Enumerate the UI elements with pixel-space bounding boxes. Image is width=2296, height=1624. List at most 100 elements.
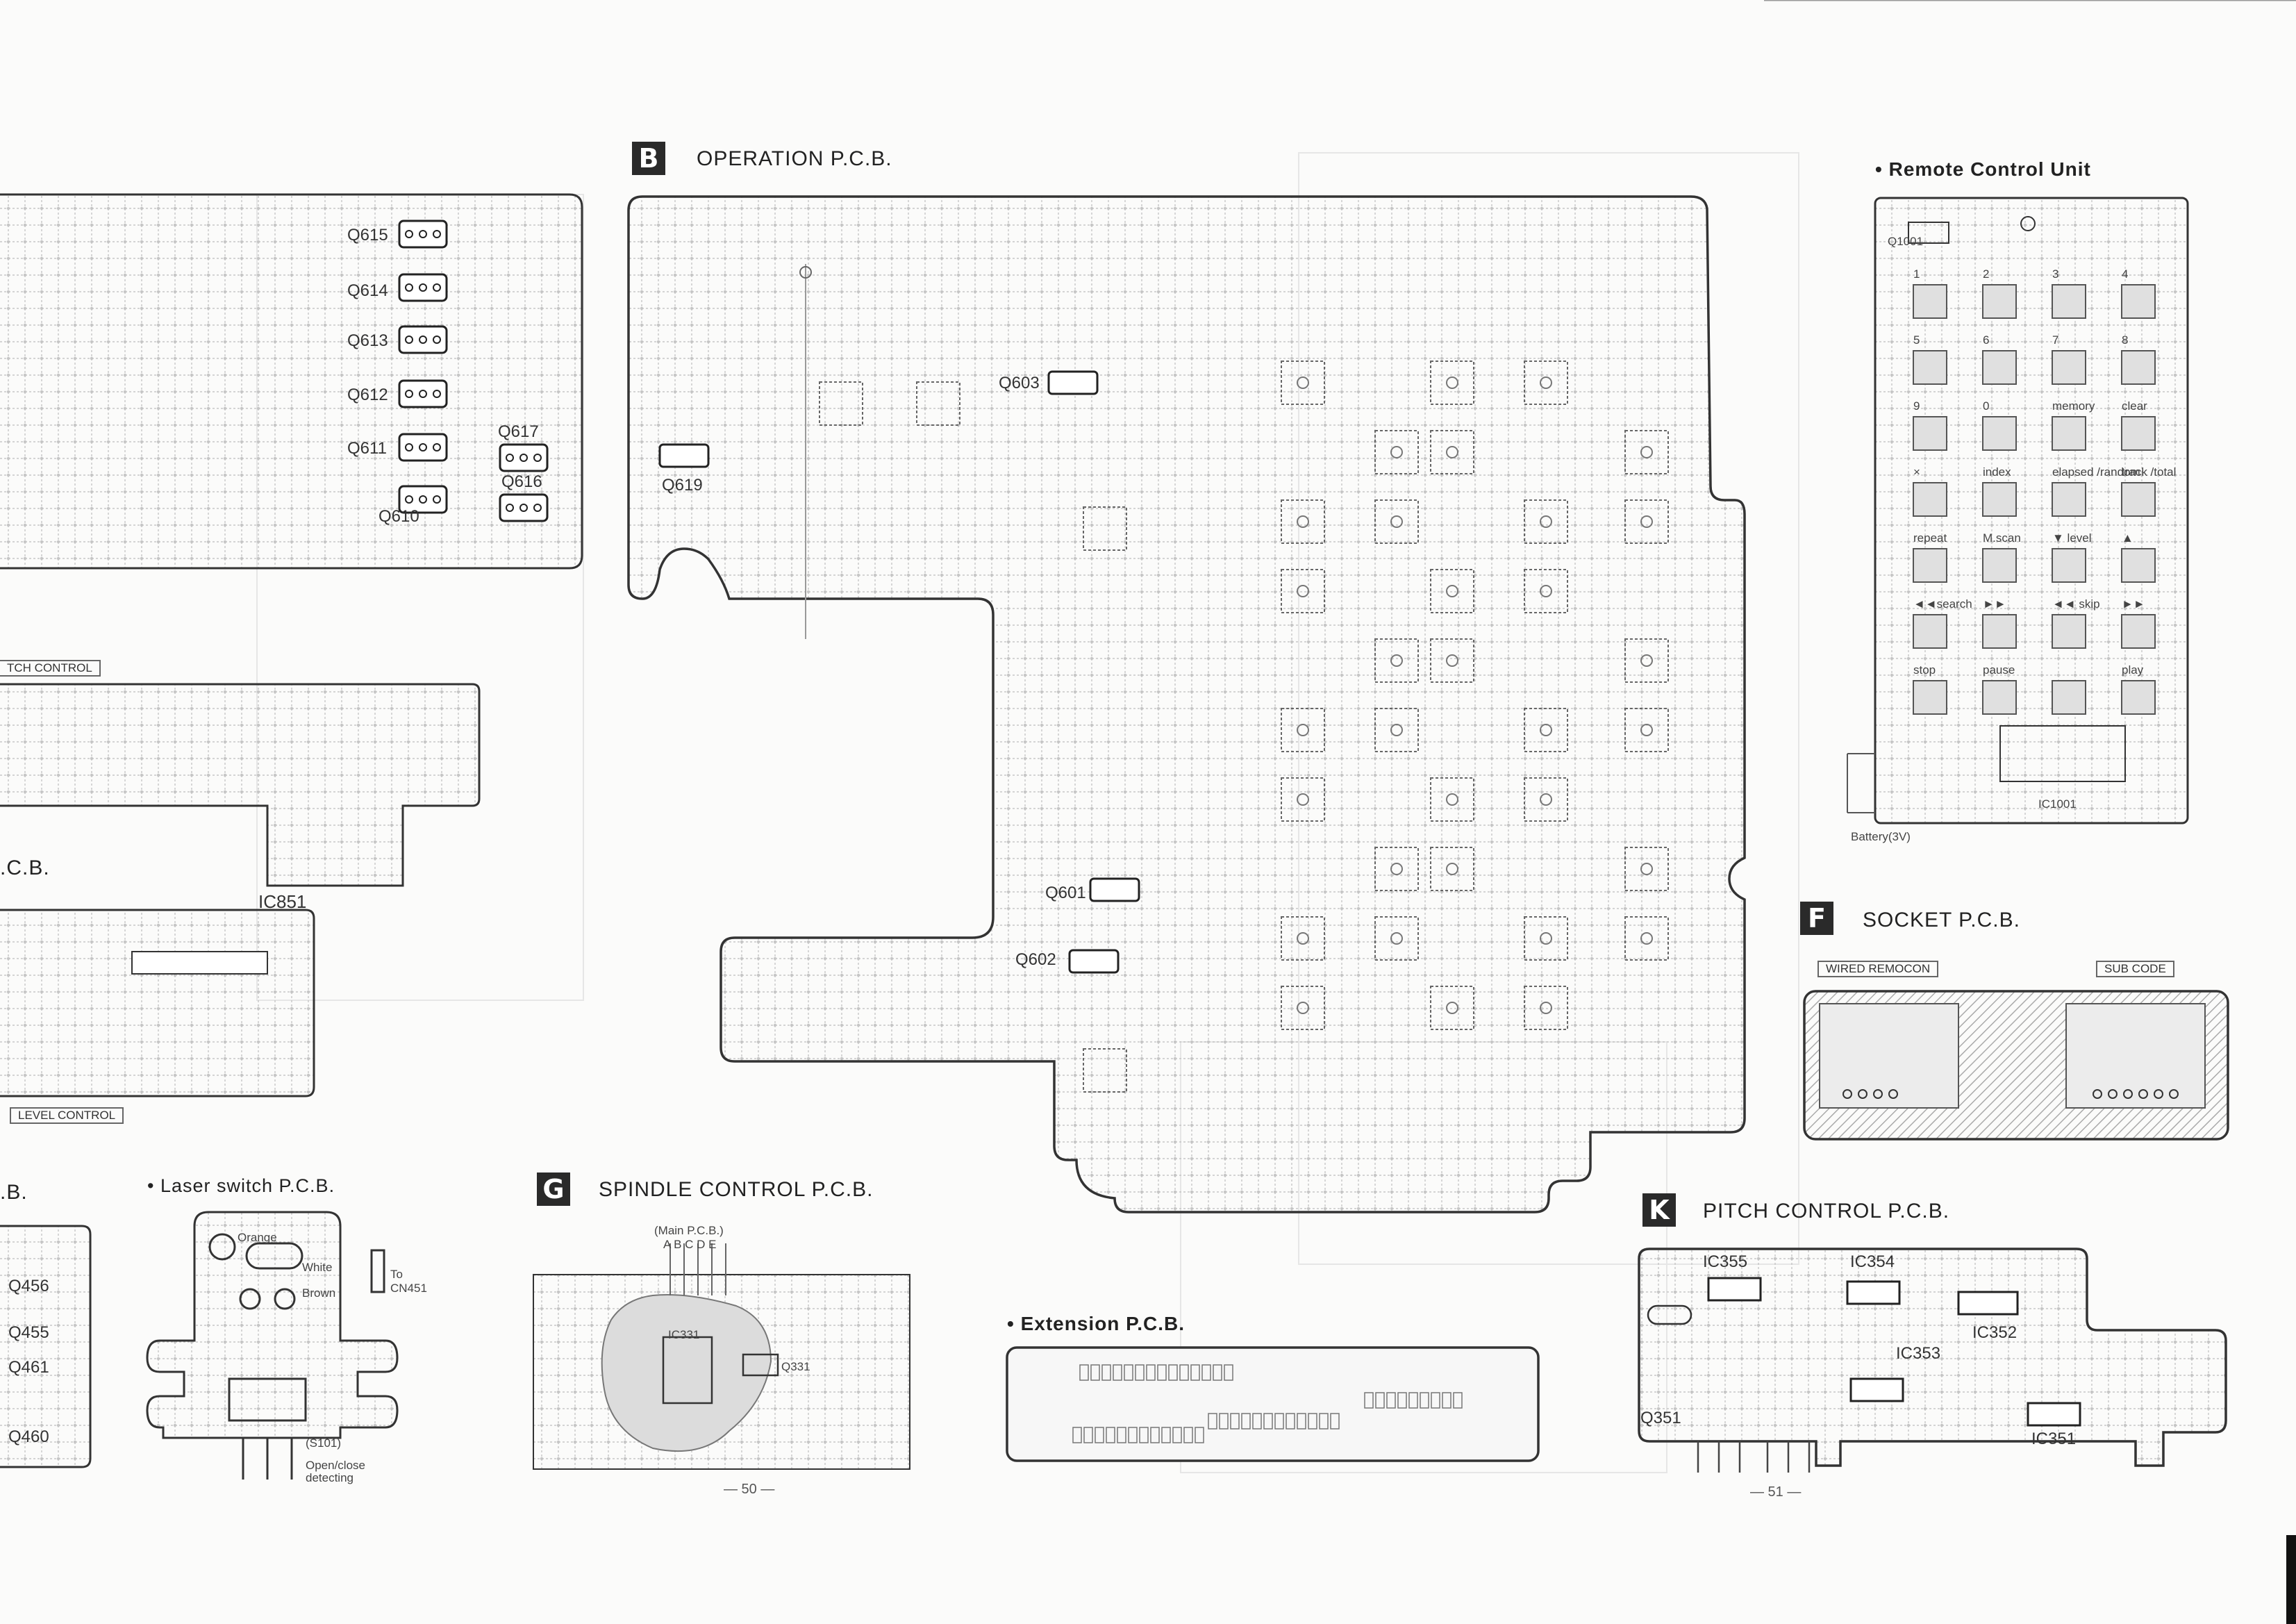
remote-control-title-text: Remote Control Unit xyxy=(1888,158,2091,180)
remote-transistor-label: Q1001 xyxy=(1888,235,1924,248)
remote-key-pad xyxy=(2052,284,2086,319)
operation-switch xyxy=(1281,708,1325,752)
remote-key-pad xyxy=(1913,416,1947,451)
extension-pin xyxy=(1150,1427,1160,1443)
left-q4-board xyxy=(0,1225,92,1468)
extension-pcb-title-text: Extension P.C.B. xyxy=(1020,1313,1186,1334)
spindle-control-title: SPINDLE CONTROL P.C.B. xyxy=(599,1178,874,1201)
remote-key-label: ◄◄search xyxy=(1913,597,1972,611)
page-number-right: — 51 — xyxy=(1750,1484,1802,1500)
extension-pin xyxy=(1252,1413,1262,1430)
socket-pin xyxy=(2169,1089,2179,1099)
remote-key-pad xyxy=(1913,284,1947,319)
s101-label: (S101) xyxy=(306,1436,342,1450)
remote-key-pad xyxy=(2052,680,2086,715)
transistor-q460: Q460 xyxy=(8,1427,49,1446)
extension-pin xyxy=(1274,1413,1284,1430)
pitch-control-title: PITCH CONTROL P.C.B. xyxy=(1703,1200,1950,1223)
operation-switch xyxy=(1281,986,1325,1030)
extension-board xyxy=(1006,1346,1540,1462)
operation-switch xyxy=(1374,916,1419,961)
operation-switch xyxy=(1430,569,1474,613)
open-close-label: Open/close xyxy=(306,1459,365,1472)
ic-package xyxy=(2027,1402,2081,1427)
extension-pin xyxy=(1386,1392,1396,1409)
transistor-q612: Q612 xyxy=(347,386,388,404)
laser-switch-title: • Laser switch P.C.B. xyxy=(147,1175,335,1196)
remote-key-pad xyxy=(1982,548,2017,583)
socket-pin xyxy=(1842,1089,1852,1099)
operation-switch xyxy=(1430,777,1474,822)
extension-pcb-title: • Extension P.C.B. xyxy=(1007,1313,1186,1334)
remote-key-pad xyxy=(2121,548,2156,583)
operation-switch xyxy=(1624,708,1669,752)
left-level-board xyxy=(0,909,315,1097)
remote-key-pad xyxy=(2052,350,2086,385)
level-control-box-label: LEVEL CONTROL xyxy=(10,1107,124,1124)
operation-switch xyxy=(1374,847,1419,891)
remote-key-label: ▲ xyxy=(2122,531,2133,545)
extension-pin xyxy=(1219,1413,1229,1430)
remote-key-pad xyxy=(2121,614,2156,649)
operation-switch xyxy=(1524,916,1568,961)
remote-key-label: index xyxy=(1983,465,2011,479)
operation-switch xyxy=(1524,777,1568,822)
remote-key-pad xyxy=(1982,482,2017,517)
ic-package xyxy=(1707,1277,1762,1302)
remote-key-pad xyxy=(2121,416,2156,451)
transistor-package xyxy=(398,379,448,408)
operation-switch xyxy=(1374,499,1419,544)
ic-package xyxy=(1849,1377,1904,1402)
extension-pin xyxy=(1297,1413,1306,1430)
transistor-package xyxy=(658,443,710,468)
wire-orange-label: Orange xyxy=(238,1231,277,1244)
extension-pin xyxy=(1241,1413,1251,1430)
remote-key-pad xyxy=(1982,416,2017,451)
operation-switch xyxy=(1430,986,1474,1030)
remote-key-pad xyxy=(1982,284,2017,319)
laser-switch-title-text: Laser switch P.C.B. xyxy=(160,1175,335,1196)
transistor-q602: Q602 xyxy=(1015,950,1056,969)
operation-switch xyxy=(1083,506,1127,551)
operation-switch xyxy=(1624,916,1669,961)
extension-pin xyxy=(1079,1364,1089,1381)
extension-pin xyxy=(1146,1364,1156,1381)
remote-key-label: ►► xyxy=(1983,597,2006,611)
ic355-label: IC355 xyxy=(1703,1252,1748,1271)
ic-package xyxy=(1846,1280,1901,1305)
operation-switch xyxy=(1083,1048,1127,1093)
remote-key-label: 7 xyxy=(2052,333,2059,347)
cn451-label: CN451 xyxy=(390,1282,427,1295)
extension-pin xyxy=(1195,1427,1204,1443)
remote-key-label: stop xyxy=(1913,663,1936,677)
extension-pin xyxy=(1183,1427,1193,1443)
socket-pin xyxy=(2154,1089,2163,1099)
extension-pin xyxy=(1453,1392,1463,1409)
ic354-label: IC354 xyxy=(1850,1252,1895,1271)
extension-pin xyxy=(1095,1427,1104,1443)
remote-key-pad xyxy=(2052,416,2086,451)
remote-key-pad xyxy=(1982,614,2017,649)
operation-switch xyxy=(1281,916,1325,961)
board-k-tag: K xyxy=(1642,1193,1676,1227)
transistor-q615: Q615 xyxy=(347,226,388,245)
b-fragment-label: .B. xyxy=(0,1181,28,1204)
socket-pin xyxy=(1873,1089,1883,1099)
extension-pin xyxy=(1139,1427,1149,1443)
extension-pin xyxy=(1128,1427,1138,1443)
remote-key-label: 6 xyxy=(1983,333,1990,347)
left-pitch-board xyxy=(0,683,481,887)
extension-pin xyxy=(1263,1413,1273,1430)
transistor-q619: Q619 xyxy=(662,476,703,495)
transistor-q614: Q614 xyxy=(347,281,388,300)
transistor-q461: Q461 xyxy=(8,1358,49,1377)
wired-remocon-box-label: WIRED REMOCON xyxy=(1817,961,1939,977)
transistor-package xyxy=(499,493,549,522)
ic331-label: IC331 xyxy=(668,1328,700,1341)
socket-pin xyxy=(1858,1089,1867,1099)
transistor-q601: Q601 xyxy=(1045,884,1086,902)
ic353-label: IC353 xyxy=(1896,1344,1941,1363)
operation-switch xyxy=(1281,569,1325,613)
remote-key-label: 4 xyxy=(2122,267,2129,281)
